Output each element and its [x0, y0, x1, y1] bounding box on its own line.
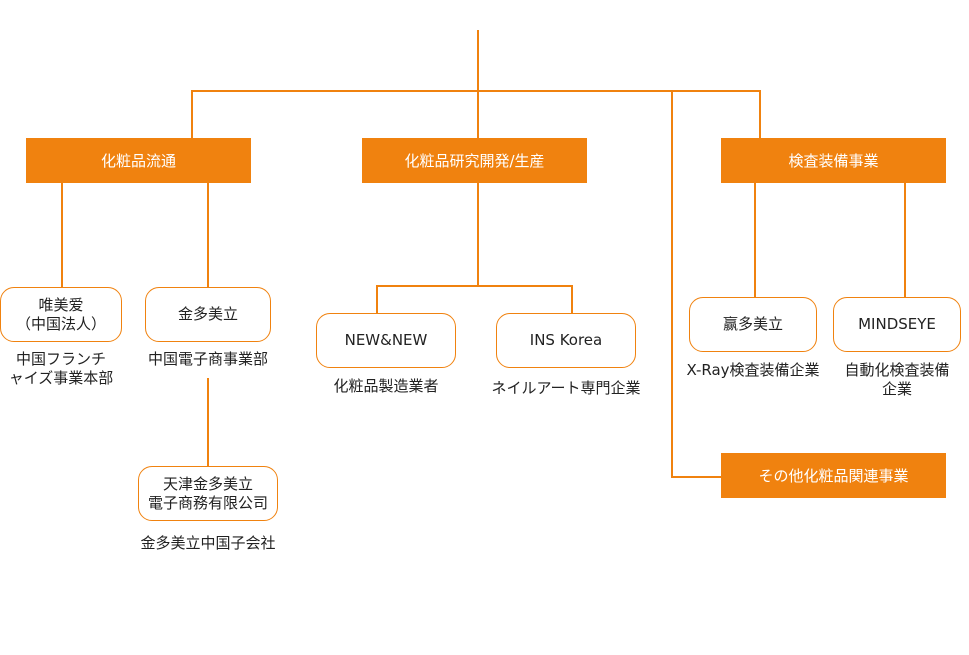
company-weimeiai-name-line1: 唯美爱 — [38, 295, 84, 314]
company-mindseye: MINDSEYE — [833, 297, 961, 352]
company-weimeiai-name-line2: （中国法人） — [15, 314, 106, 333]
connector-other-vertical — [671, 90, 673, 478]
company-mindseye-desc-line2: 企業 — [881, 380, 912, 398]
connector-distribution — [191, 90, 193, 138]
company-tianjin-name-line1: 天津金多美立 — [162, 474, 253, 493]
division-other-cosmetics: その他化粧品関連事業 — [721, 453, 946, 498]
company-tianjin-desc: 金多美立中国子会社 — [140, 534, 276, 552]
connector-other-horizontal — [671, 476, 721, 478]
company-newnew-desc: 化粧品製造業者 — [333, 377, 439, 395]
connector-weimeiai — [61, 183, 63, 288]
company-tianjin-name-line2: 電子商務有限公司 — [147, 493, 268, 512]
division-cosmetics-distribution: 化粧品流通 — [26, 138, 251, 183]
connector-rnd-down — [477, 183, 479, 286]
connector-tianjin — [207, 378, 209, 468]
division-inspection-equipment: 検査装備事業 — [721, 138, 946, 183]
company-ins-korea: INS Korea — [496, 313, 636, 368]
company-mindseye-desc-line1: 自動化検査装備 — [844, 361, 950, 379]
connector-inspection — [759, 90, 761, 138]
company-newnew: NEW&NEW — [316, 313, 456, 368]
company-weimeiai: 唯美爱 （中国法人） — [0, 287, 122, 342]
connector-newnew — [376, 285, 378, 314]
company-tianjin: 天津金多美立 電子商務有限公司 — [138, 466, 278, 521]
company-weimeiai-desc-line1: 中国フランチ — [15, 350, 106, 368]
company-yingduomeili: 赢多美立 — [689, 297, 817, 352]
connector-mindseye — [904, 183, 906, 298]
company-ins-korea-desc: ネイルアート専門企業 — [491, 379, 641, 397]
connector-rnd-bus — [376, 285, 573, 287]
company-weimeiai-desc-line2: ャイズ事業本部 — [8, 369, 114, 387]
company-weimeiai-desc: 中国フランチ ャイズ事業本部 — [0, 350, 122, 388]
connector-jinduomeili — [207, 183, 209, 288]
company-mindseye-desc: 自動化検査装備 企業 — [832, 361, 962, 399]
connector-rnd — [477, 90, 479, 138]
connector-yingduomeili — [754, 183, 756, 298]
company-jinduomeili: 金多美立 — [145, 287, 271, 342]
company-jinduomeili-desc: 中国電子商事業部 — [147, 350, 268, 368]
top-bus-line — [191, 90, 761, 92]
company-yingduomeili-desc: X-Ray検査装備企業 — [686, 361, 820, 379]
division-cosmetics-rnd: 化粧品研究開発/生産 — [362, 138, 587, 183]
connector-ins-korea — [571, 285, 573, 314]
root-connector — [477, 30, 479, 92]
